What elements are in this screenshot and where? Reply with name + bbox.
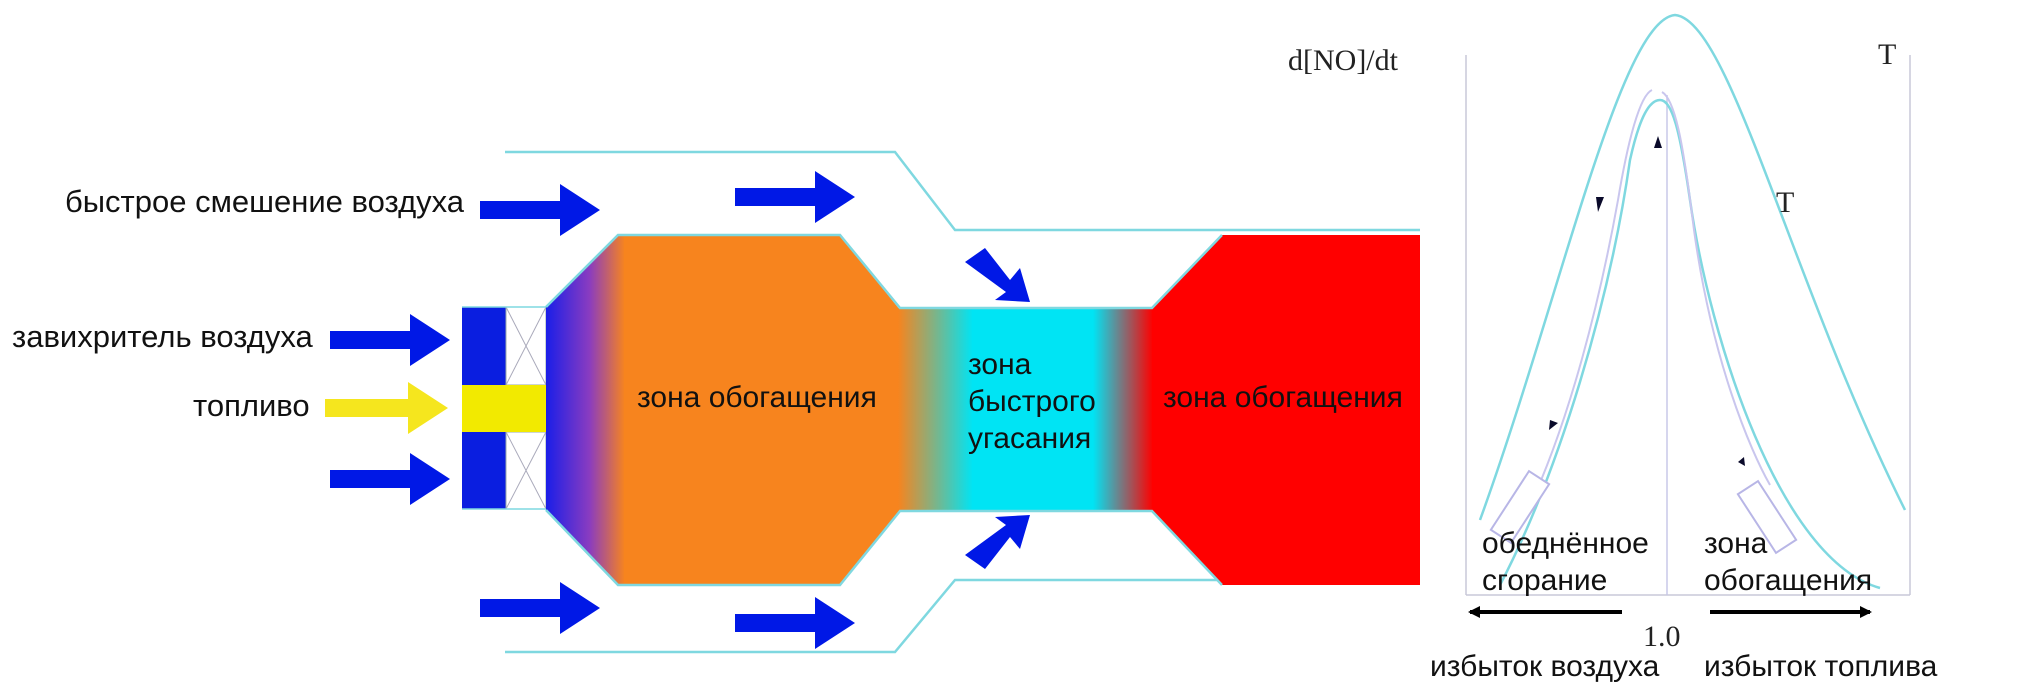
label-lean-burn-line2: сгорание xyxy=(1482,564,1607,597)
casing-bottom-outline xyxy=(505,578,1420,654)
label-excess-air: избыток воздуха xyxy=(1430,650,1660,683)
label-temperature-top: T xyxy=(1878,38,1896,71)
label-rich-burn-line1: зона xyxy=(1704,527,1768,560)
lean-combustor-glyph xyxy=(1489,469,1551,545)
label-temperature-curve: T xyxy=(1776,186,1794,219)
air-arrow-diag-bottom xyxy=(965,515,1030,569)
air-arrow xyxy=(330,453,450,505)
quench-zone xyxy=(972,308,1094,511)
fuel-arrow xyxy=(325,382,448,434)
temperature-curve xyxy=(1478,13,1907,521)
label-no-rate: d[NO]/dt xyxy=(1288,44,1399,77)
air-swirler-block xyxy=(462,306,547,510)
rich-combustor-glyph xyxy=(1736,479,1798,555)
label-rich-burn-line2: обогащения xyxy=(1704,564,1872,597)
air-arrows xyxy=(330,171,1030,649)
transition-quench-to-burnout xyxy=(1093,308,1153,511)
inlet-flame-front xyxy=(546,235,625,585)
nox-temperature-plot: d[NO]/dt T T 1.0 обеднённое сгорание зон… xyxy=(1288,13,1938,683)
no-rate-curve xyxy=(1498,98,1881,590)
air-arrow xyxy=(735,171,855,223)
air-arrow xyxy=(480,184,600,236)
label-stoichiometric-tick: 1.0 xyxy=(1643,620,1681,653)
casing-top-outline xyxy=(505,150,1420,232)
label-fuel: топливо xyxy=(193,388,310,423)
air-arrow xyxy=(480,582,600,634)
path-arrowhead xyxy=(1596,197,1604,212)
path-arrowhead xyxy=(1549,420,1558,430)
label-rapid-air-mixing: быстрое смешение воздуха xyxy=(65,184,465,219)
air-arrow xyxy=(330,314,450,366)
transition-rich-to-quench xyxy=(898,308,973,511)
label-rich-zone-left: зона обогащения xyxy=(637,381,877,414)
label-quench-zone-line1: зона xyxy=(968,348,1032,381)
rich-burn-path xyxy=(1661,91,1771,486)
label-rich-zone-right: зона обогащения xyxy=(1163,381,1403,414)
air-arrow-diag-top xyxy=(965,248,1030,302)
combustor-diagram: быстрое смешение воздуха завихритель воз… xyxy=(12,150,1420,654)
lean-burn-path xyxy=(1527,89,1653,511)
label-air-swirler: завихритель воздуха xyxy=(12,319,313,354)
label-quench-zone-line3: угасания xyxy=(968,422,1091,455)
label-lean-burn-line1: обеднённое xyxy=(1482,527,1649,560)
path-arrowhead xyxy=(1738,457,1745,466)
rich-zone-left xyxy=(624,235,900,585)
label-quench-zone-line2: быстрого xyxy=(968,385,1096,418)
fuel-nozzle xyxy=(462,385,546,432)
burnout-zone xyxy=(1152,235,1420,585)
air-arrow xyxy=(735,597,855,649)
path-arrowhead xyxy=(1654,136,1662,148)
label-excess-fuel: избыток топлива xyxy=(1704,650,1938,683)
liner-outline xyxy=(545,233,1223,587)
